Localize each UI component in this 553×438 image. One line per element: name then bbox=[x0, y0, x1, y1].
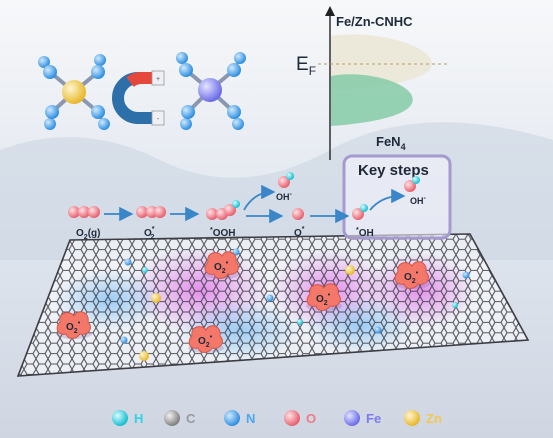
superoxide-label: O2• bbox=[66, 320, 81, 335]
superoxide-blob: O2• bbox=[56, 311, 92, 339]
arrow-oh-to-oh bbox=[369, 188, 406, 211]
superoxide-blob: O2• bbox=[306, 283, 342, 311]
species-ooh bbox=[206, 200, 240, 220]
superoxide-blob: O2• bbox=[394, 261, 430, 289]
orr-mechanism: Key steps O2(g) O*2 bbox=[68, 154, 452, 241]
fe-coordination-cluster bbox=[176, 52, 246, 130]
species-o2-gas bbox=[68, 206, 100, 218]
magnet-icon: + - bbox=[112, 70, 165, 126]
legend-item-fe: Fe bbox=[344, 410, 381, 426]
superoxide-label: O2• bbox=[404, 270, 419, 285]
label-o-adsorbed: O* bbox=[294, 226, 305, 239]
superoxide-label: O2• bbox=[198, 334, 213, 349]
legend-label: H bbox=[134, 411, 143, 426]
superoxide-blobs: O2• O2• O2• O2• O2• bbox=[56, 251, 430, 353]
superoxide-blob: O2• bbox=[188, 325, 224, 353]
species-o-adsorbed bbox=[292, 208, 304, 220]
superoxide-label: O2• bbox=[316, 292, 331, 307]
label-o2-adsorbed: O*2 bbox=[144, 226, 155, 241]
legend-item-zn: Zn bbox=[404, 410, 442, 426]
label-product-oh-2: OH- bbox=[410, 195, 427, 206]
species-o2-adsorbed bbox=[136, 206, 166, 218]
legend-label: N bbox=[246, 411, 255, 426]
species-oh-adsorbed bbox=[352, 204, 368, 220]
product-oh-1 bbox=[278, 172, 294, 188]
legend-label: Zn bbox=[426, 411, 442, 426]
arrow-ooh-to-oh bbox=[243, 184, 276, 211]
dos-fen4 bbox=[331, 74, 413, 126]
dos-label-top: Fe/Zn-CNHC bbox=[336, 14, 413, 29]
superoxide-label: O2• bbox=[214, 260, 229, 275]
label-oh-adsorbed: *OH bbox=[356, 227, 374, 239]
key-steps-label: Key steps bbox=[358, 162, 429, 179]
element-legend: H C N O Fe Zn bbox=[112, 410, 442, 426]
svg-text:+: + bbox=[156, 76, 160, 83]
legend-label: Fe bbox=[366, 411, 381, 426]
fermi-symbol: EF bbox=[296, 54, 316, 78]
legend-label: O bbox=[306, 411, 316, 426]
label-product-oh-1: OH- bbox=[276, 191, 293, 202]
dos-panel: Fe/Zn-CNHC EF FeN4 bbox=[296, 6, 450, 160]
superoxide-blob: O2• bbox=[204, 251, 240, 279]
dos-label-bottom: FeN4 bbox=[376, 134, 406, 152]
legend-item-o: O bbox=[284, 410, 316, 426]
svg-text:-: - bbox=[157, 116, 160, 123]
product-oh-2 bbox=[404, 176, 420, 192]
legend-item-c: C bbox=[164, 410, 196, 426]
label-o2g: O2(g) bbox=[76, 228, 100, 241]
label-ooh: *OOH bbox=[210, 227, 236, 239]
legend-item-n: N bbox=[224, 410, 255, 426]
legend-label: C bbox=[186, 411, 196, 426]
zn-coordination-cluster bbox=[38, 54, 110, 130]
legend-item-h: H bbox=[112, 410, 143, 426]
